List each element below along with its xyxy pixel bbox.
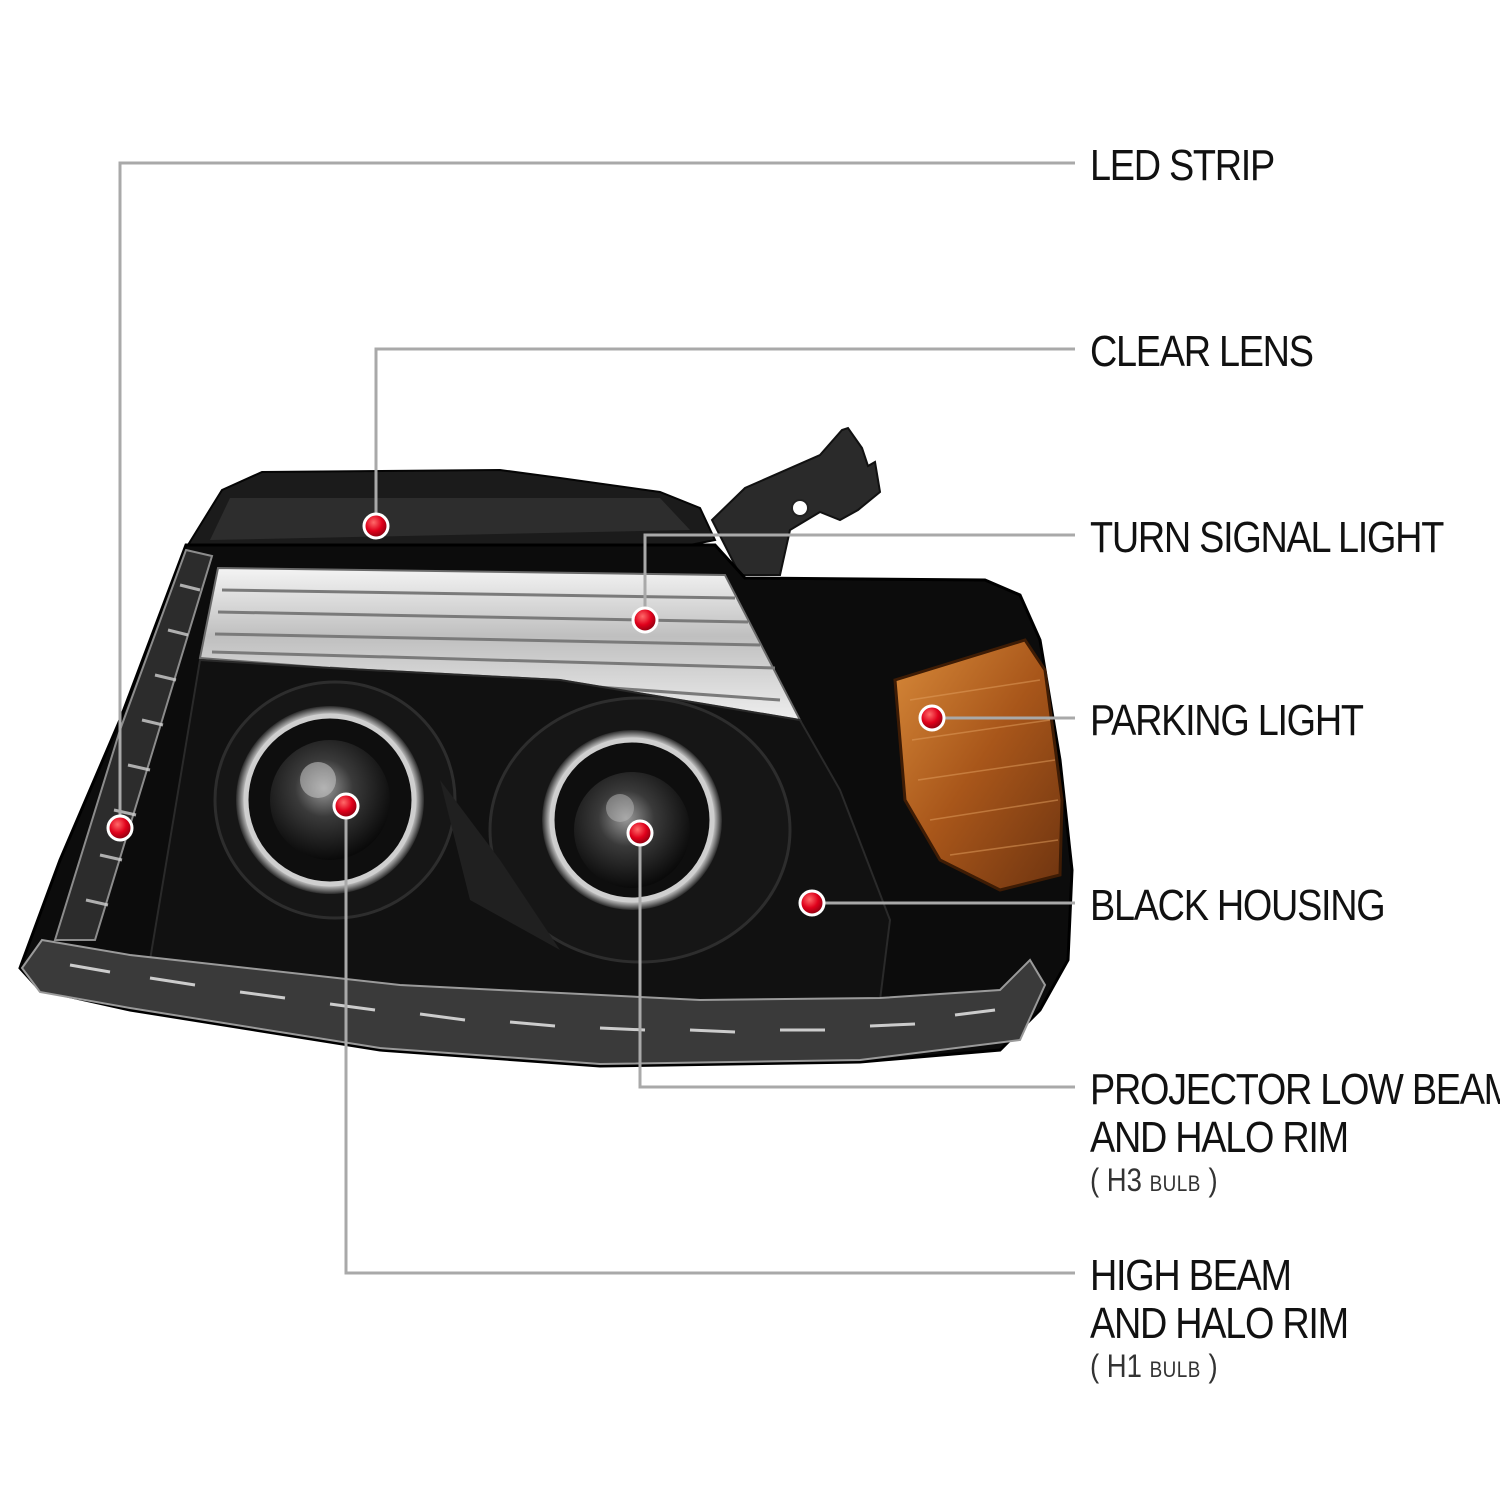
- bulb-word: BULB: [1149, 1357, 1201, 1382]
- label-high-beam-bulb: ( H1 BULB ): [1090, 1348, 1218, 1384]
- label-black-housing-line-1: BLACK HOUSING: [1090, 881, 1386, 930]
- label-clear-lens: CLEAR LENS: [1090, 327, 1314, 376]
- marker-black-housing: [798, 889, 826, 917]
- label-led-strip-line-1: LED STRIP: [1090, 141, 1275, 190]
- marker-parking-light: [918, 704, 946, 732]
- label-clear-lens-line-1: CLEAR LENS: [1090, 327, 1314, 376]
- label-turn-signal-light-line-1: TURN SIGNAL LIGHT: [1090, 513, 1444, 562]
- label-high-beam: HIGH BEAM AND HALO RIM ( H1 BULB ): [1090, 1251, 1349, 1388]
- label-parking-light: PARKING LIGHT: [1090, 696, 1364, 745]
- label-led-strip: LED STRIP: [1090, 141, 1275, 190]
- headlight-body: [18, 426, 1074, 1068]
- leader-line-clear-lens: [374, 347, 1075, 526]
- leader-lines: [118, 161, 1075, 1275]
- bulb-type-h1: H1: [1106, 1348, 1142, 1384]
- label-projector-low-beam-line-2: AND HALO RIM: [1090, 1113, 1349, 1162]
- marker-high-beam: [332, 792, 360, 820]
- marker-dots: [106, 512, 946, 917]
- marker-led-strip: [106, 814, 134, 842]
- label-black-housing: BLACK HOUSING: [1090, 881, 1386, 930]
- bulb-type-h3: H3: [1106, 1162, 1142, 1198]
- marker-projector-low-beam: [626, 819, 654, 847]
- label-projector-low-beam: PROJECTOR LOW BEAM AND HALO RIM ( H3 BUL…: [1090, 1066, 1500, 1202]
- label-high-beam-line-2: AND HALO RIM: [1090, 1299, 1349, 1348]
- label-parking-light-line-1: PARKING LIGHT: [1090, 696, 1364, 745]
- bulb-word: BULB: [1149, 1171, 1201, 1196]
- label-projector-low-beam-bulb: ( H3 BULB ): [1090, 1162, 1218, 1198]
- label-high-beam-line-1: HIGH BEAM: [1090, 1251, 1292, 1300]
- leader-line-projector-low-beam: [638, 833, 1075, 1089]
- leader-line-high-beam: [344, 806, 1075, 1275]
- leader-line-led-strip: [118, 161, 1075, 828]
- label-projector-low-beam-line-1: PROJECTOR LOW BEAM: [1090, 1065, 1500, 1114]
- label-turn-signal-light: TURN SIGNAL LIGHT: [1090, 513, 1444, 562]
- marker-clear-lens: [362, 512, 390, 540]
- marker-turn-signal: [631, 606, 659, 634]
- leader-line-turn-signal: [643, 533, 1075, 620]
